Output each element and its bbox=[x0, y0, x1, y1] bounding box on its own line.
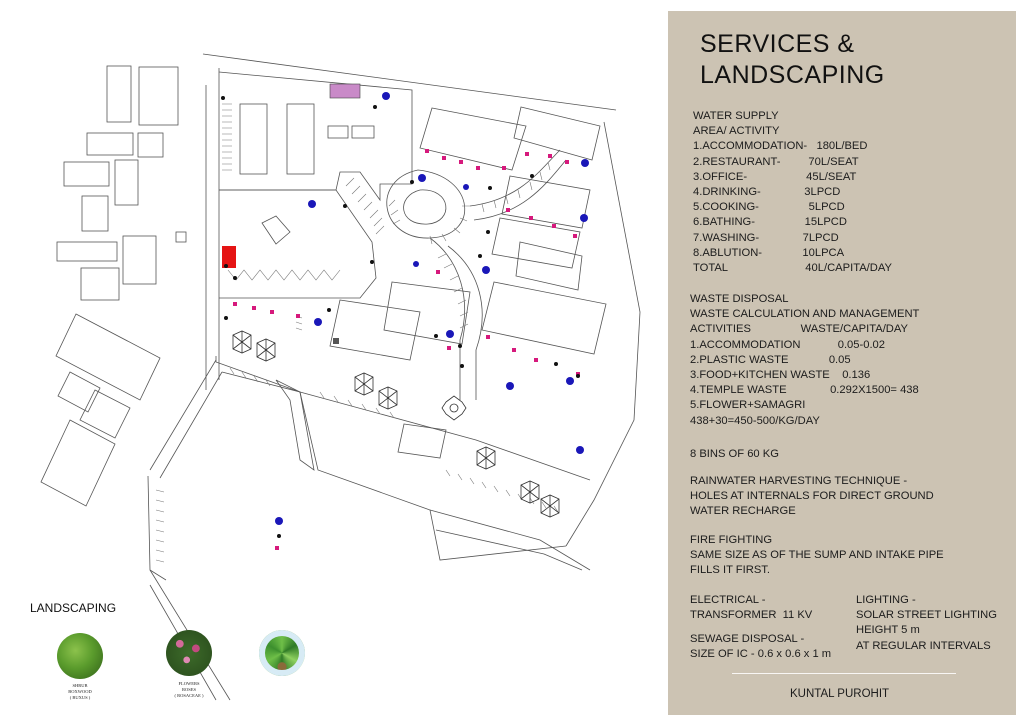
fire-fighting-line: FIRE FIGHTING bbox=[690, 534, 773, 546]
lighting-line: SOLAR STREET LIGHTING bbox=[856, 609, 997, 622]
palm-tree-image bbox=[259, 630, 305, 676]
waste-disposal-line: 5.FLOWER+SAMAGRI bbox=[690, 399, 806, 412]
waste-disposal-line: ACTIVITIES WASTE/CAPITA/DAY bbox=[690, 323, 908, 336]
site-boundary bbox=[202, 53, 617, 111]
dustbin-points bbox=[233, 149, 580, 550]
boxwood-caption-line: ( BUXUS ) bbox=[69, 695, 91, 700]
water-supply-line: 6.BATHING- 15LPCD bbox=[693, 216, 847, 229]
panel-title-line: SERVICES & bbox=[700, 30, 855, 58]
context-building bbox=[79, 389, 131, 439]
waste-disposal-line: 4.TEMPLE WASTE 0.292X1500= 438 bbox=[690, 384, 919, 397]
waste-disposal-line: WASTE CALCULATION AND MANAGEMENT bbox=[690, 308, 920, 321]
rainwater-section: RAINWATER HARVESTING TECHNIQUE - HOLES A… bbox=[690, 474, 934, 520]
sewage-line: SIZE OF IC - 0.6 x 0.6 x 1 m bbox=[690, 648, 832, 661]
context-building bbox=[57, 371, 101, 413]
water-supply-line: 3.OFFICE- 45L/SEAT bbox=[693, 170, 857, 183]
water-supply-line: TOTAL 40L/CAPITA/DAY bbox=[693, 262, 892, 275]
boxwood-caption-line: BOXWOOD bbox=[68, 689, 92, 694]
water-supply-line: 4.DRINKING- 3LPCD bbox=[693, 186, 841, 199]
roses-caption-line: ( ROSACEAE ) bbox=[174, 693, 204, 698]
water-supply-section: WATER SUPPLY AREA/ ACTIVITY 1.ACCOMMODAT… bbox=[693, 109, 892, 276]
rainwater-line: WATER RECHARGE bbox=[690, 505, 796, 518]
lighting-line: LIGHTING - bbox=[856, 594, 916, 606]
context-building bbox=[114, 159, 139, 206]
site-boundary bbox=[565, 121, 641, 547]
context-building bbox=[137, 132, 164, 158]
light-points bbox=[221, 96, 580, 538]
rainwater-line: RAINWATER HARVESTING TECHNIQUE - bbox=[690, 475, 908, 487]
electrical-section: ELECTRICAL - TRANSFORMER 11 KV bbox=[690, 593, 812, 623]
lighting-section: LIGHTING - SOLAR STREET LIGHTING HEIGHT … bbox=[856, 593, 997, 654]
panel-title: SERVICES & LANDSCAPING bbox=[700, 29, 885, 91]
landscaping-title: LANDSCAPING bbox=[30, 601, 117, 615]
rainwater-line: HOLES AT INTERNALS FOR DIRECT GROUND bbox=[690, 490, 934, 503]
author-name: KUNTAL PUROHIT bbox=[790, 688, 890, 700]
site-plan bbox=[40, 53, 641, 701]
waste-disposal-line: 2.PLASTIC WASTE 0.05 bbox=[690, 353, 851, 366]
waste-disposal-section: WASTE DISPOSAL WASTE CALCULATION AND MAN… bbox=[690, 292, 919, 429]
water-supply-line: 8.ABLUTION- 10LPCA bbox=[693, 246, 845, 259]
transformer bbox=[222, 246, 236, 268]
roses-flower-image bbox=[166, 630, 212, 676]
context-building bbox=[86, 132, 134, 156]
bins-note: 8 BINS OF 60 KG bbox=[690, 448, 779, 460]
fire-fighting-line: FILLS IT FIRST. bbox=[690, 564, 770, 577]
services-panel: SERVICES & LANDSCAPING WATER SUPPLY AREA… bbox=[668, 11, 1016, 715]
waste-disposal-line: 438+30=450-500/KG/DAY bbox=[690, 414, 820, 427]
water-supply-line: 2.RESTAURANT- 70L/SEAT bbox=[693, 155, 859, 168]
context-building bbox=[56, 241, 118, 262]
waste-disposal-line: 1.ACCOMMODATION 0.05-0.02 bbox=[690, 338, 885, 351]
context-building bbox=[40, 419, 116, 507]
roses-caption: FLOWERS ROSES ( ROSACEAE ) bbox=[159, 681, 219, 699]
waste-disposal-line: WASTE DISPOSAL bbox=[690, 293, 789, 305]
water-supply-line: 1.ACCOMMODATION- 180L/BED bbox=[693, 140, 868, 153]
boxwood-caption: SHRUB BOXWOOD ( BUXUS ) bbox=[50, 683, 110, 701]
fire-fighting-section: FIRE FIGHTING SAME SIZE AS OF THE SUMP A… bbox=[690, 533, 944, 579]
electrical-line: ELECTRICAL - bbox=[690, 594, 766, 606]
fire-fighting-line: SAME SIZE AS OF THE SUMP AND INTAKE PIPE bbox=[690, 549, 944, 562]
context-building bbox=[63, 161, 110, 187]
context-building bbox=[106, 65, 132, 123]
electrical-line: TRANSFORMER 11 KV bbox=[690, 609, 813, 622]
context-building bbox=[122, 235, 157, 285]
context-building bbox=[175, 231, 187, 243]
context-building bbox=[55, 313, 161, 401]
roses-caption-line: ROSES bbox=[181, 687, 196, 692]
sewage-section: SEWAGE DISPOSAL - SIZE OF IC - 0.6 x 0.6… bbox=[690, 632, 831, 662]
sump-tank bbox=[329, 83, 361, 99]
water-supply-line: 7.WASHING- 7LPCD bbox=[693, 231, 839, 244]
boxwood-shrub-image bbox=[57, 633, 103, 679]
context-building bbox=[80, 267, 120, 301]
boxwood-caption-line: SHRUB bbox=[72, 683, 88, 688]
water-supply-line: WATER SUPPLY bbox=[693, 110, 779, 122]
waste-disposal-line: 3.FOOD+KITCHEN WASTE 0.136 bbox=[690, 369, 871, 382]
context-building bbox=[81, 195, 109, 232]
roses-caption-line: FLOWERS bbox=[178, 681, 200, 686]
lighting-line: AT REGULAR INTERVALS bbox=[856, 639, 991, 652]
sewage-line: SEWAGE DISPOSAL - bbox=[690, 633, 805, 645]
context-building bbox=[138, 66, 179, 126]
signature-divider bbox=[732, 673, 956, 674]
lighting-line: HEIGHT 5 m bbox=[856, 624, 920, 637]
water-points bbox=[275, 92, 589, 525]
water-supply-line: AREA/ ACTIVITY bbox=[693, 125, 780, 138]
water-supply-line: 5.COOKING- 5LPCD bbox=[693, 201, 845, 214]
panel-title-line: LANDSCAPING bbox=[700, 61, 885, 89]
